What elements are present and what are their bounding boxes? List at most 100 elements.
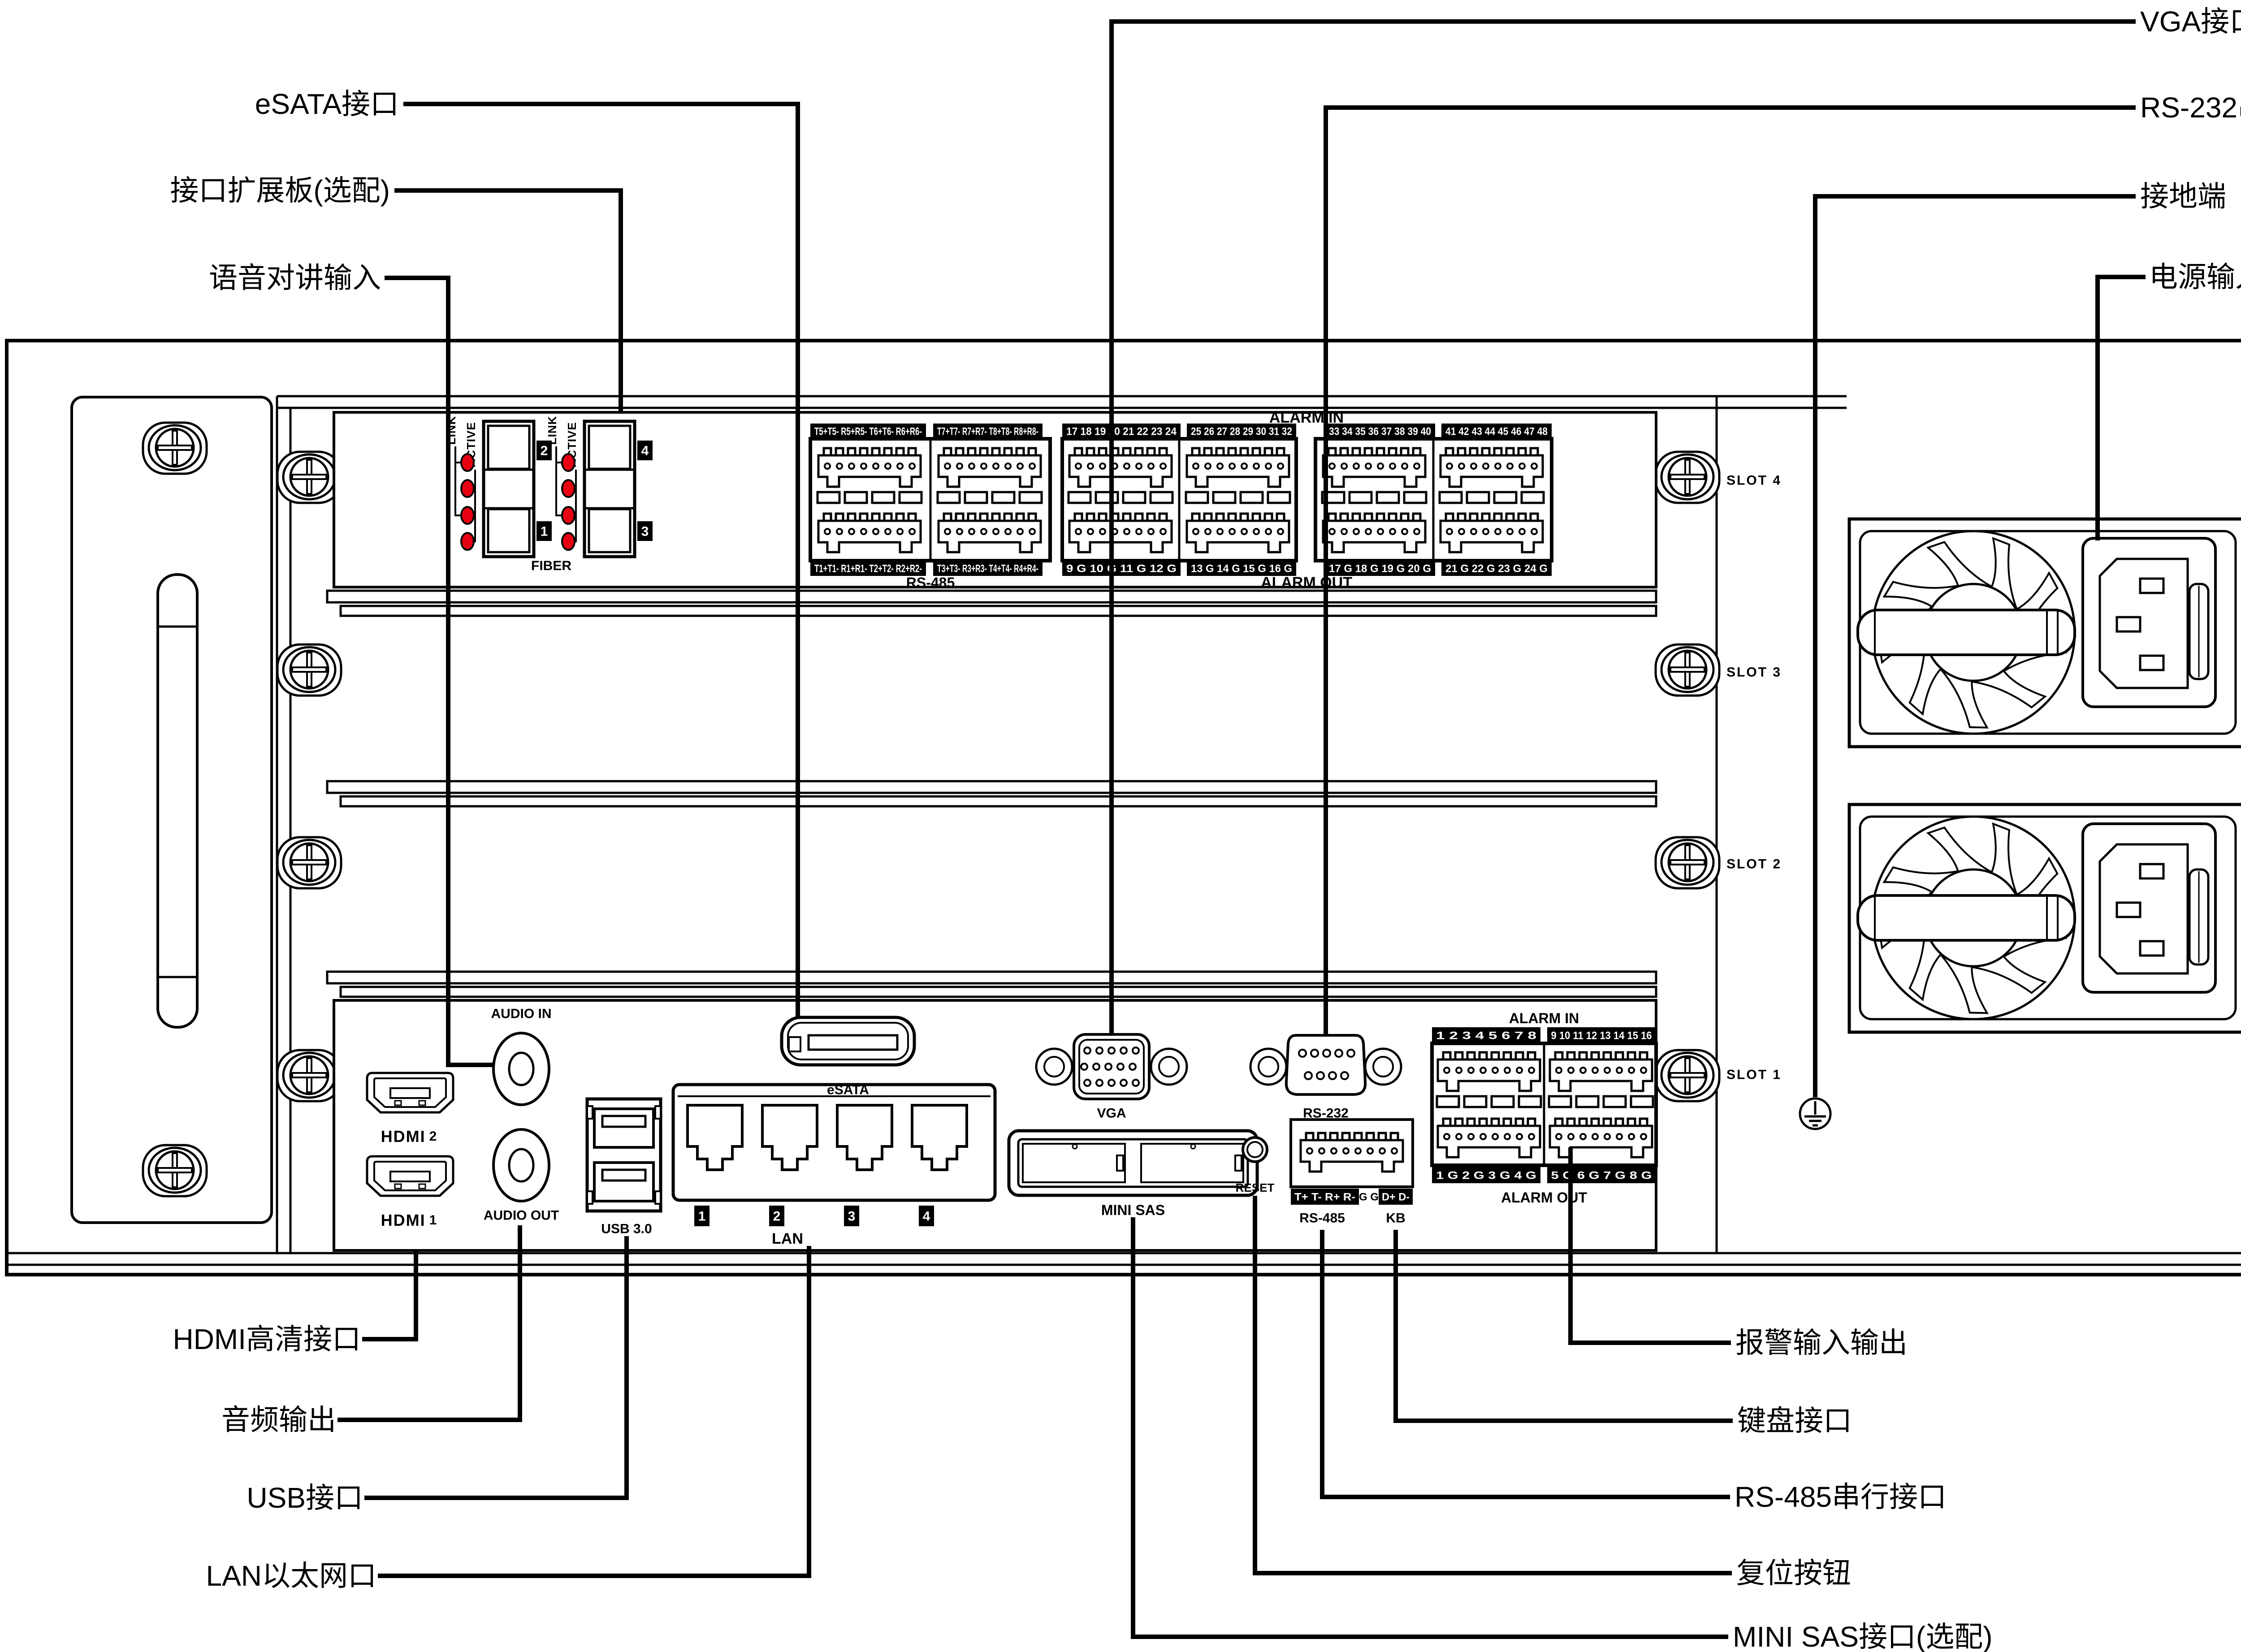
vga-label: VGA	[1097, 1106, 1126, 1121]
callout-alarm-io: 报警输入输出	[1735, 1327, 1908, 1359]
chassis	[5, 339, 2241, 1276]
panel-screw-bottom	[143, 1145, 207, 1196]
alarm-strip-bottom-2: 13 G 14 G 15 G 16 G	[1191, 563, 1292, 575]
kb-title: KB	[1386, 1211, 1405, 1226]
rs485-title: RS-485	[906, 575, 955, 591]
esata-label: eSATA	[827, 1083, 869, 1098]
leader-rs232	[1324, 105, 2136, 1034]
fiber-led-link2	[460, 506, 475, 525]
psu-2	[1849, 804, 2241, 1032]
leader-keyboard	[1393, 1230, 1733, 1423]
alarm-strip-bottom-3: 17 G 18 G 19 G 20 G	[1329, 563, 1431, 575]
fiber-led-link3	[561, 453, 575, 472]
callout-labels: eSATA接口 接口扩展板(选配) 语音对讲输入 VGA接口 RS-232串行接…	[170, 5, 2241, 1652]
audio-jacks: AUDIO IN AUDIO OUT	[484, 1007, 559, 1223]
leader-audio-in	[385, 276, 493, 1067]
fiber-led-active2	[460, 532, 475, 551]
slot-label-3: SLOT 3	[1726, 665, 1782, 680]
esata-port	[782, 1017, 914, 1065]
leader-audio-out	[337, 1225, 522, 1422]
slot4-screw-left	[277, 452, 341, 503]
power-supplies	[1800, 519, 2241, 1129]
rs485-bottom-title: RS-485	[1299, 1211, 1345, 1226]
callout-keyboard: 键盘接口	[1737, 1405, 1852, 1437]
callout-rs232: RS-232串行接口	[2140, 91, 2241, 124]
audio-in-label: AUDIO IN	[491, 1007, 552, 1021]
slot1-screw-right	[1656, 1050, 1719, 1101]
callout-power: 电源输入	[2149, 261, 2241, 293]
slot2-screw-right	[1656, 837, 1719, 888]
alarm-strip-bottom-4: 21 G 22 G 23 G 24 G	[1445, 563, 1548, 575]
leader-vga	[1109, 19, 2136, 1034]
leader-hdmi	[362, 1251, 418, 1341]
main-alarm-out-nums-1: 1 G 2 G 3 G 4 G	[1436, 1170, 1536, 1182]
callout-ground: 接地端	[2140, 180, 2226, 212]
leader-expansion-board	[394, 188, 623, 411]
lan-label: LAN	[772, 1230, 803, 1247]
main-alarm-out-nums-2: 5 G 6 G 7 G 8 G	[1551, 1170, 1652, 1182]
leader-esata	[403, 102, 800, 1018]
psu-1	[1849, 519, 2241, 747]
lan-badge-2: 2	[773, 1209, 781, 1224]
callout-lines	[337, 19, 2146, 1639]
minisas-connector	[1009, 1131, 1257, 1195]
chassis-outline	[5, 339, 2241, 1276]
callout-vga: VGA接口	[2140, 5, 2241, 38]
leader-rs485-serial	[1320, 1230, 1730, 1499]
slot-label-4: SLOT 4	[1726, 473, 1782, 488]
rs485-kb-block: T+ T- R+ R- G G D+ D- RS-485 KB	[1289, 1118, 1414, 1226]
alarm-strip-top-4: 41 42 43 44 45 46 47 48	[1445, 426, 1548, 438]
leader-lan	[378, 1246, 811, 1578]
fiber-badge-4: 4	[641, 444, 649, 458]
alarm-in-title: ALARM IN	[1269, 409, 1344, 426]
callout-esata: eSATA接口	[255, 88, 399, 120]
blank-cover-bars	[326, 589, 1657, 998]
slot-label-1: SLOT 1	[1726, 1068, 1782, 1082]
alarm-terminals: ALARM IN 17 18 19 20 21 22 23 24 25 26 2…	[1060, 409, 1553, 591]
usb-label: USB 3.0	[601, 1222, 652, 1237]
rs485-strip-top-2: T7+T7- R7+R7- T8+T8- R8+R8-	[937, 426, 1038, 438]
callout-minisas: MINI SAS接口(选配)	[1733, 1621, 1993, 1652]
leader-alarm-io	[1568, 1147, 1731, 1345]
panel-screw-top	[143, 423, 207, 474]
gg-strip: G G	[1359, 1191, 1379, 1203]
main-alarm-out-title: ALARM OUT	[1501, 1189, 1587, 1206]
main-alarm-in-title: ALARM IN	[1509, 1010, 1579, 1026]
fiber-led-link1	[460, 453, 475, 472]
fiber-badge-3: 3	[641, 524, 649, 539]
fiber-badge-2: 2	[541, 444, 548, 458]
minisas-group: MINI SAS	[1009, 1131, 1257, 1218]
fiber-ports-a	[484, 421, 534, 557]
lan-ports: 1 2 3 4 LAN	[671, 1083, 997, 1247]
callout-lan: LAN以太网口	[206, 1560, 377, 1592]
leader-reset	[1253, 1196, 1732, 1575]
callout-hdmi: HDMI高清接口	[173, 1323, 361, 1355]
fiber-led-active1	[460, 479, 475, 498]
fiber-led-link4	[561, 506, 575, 525]
audio-out-label: AUDIO OUT	[484, 1208, 559, 1223]
alarm-out-title: ALARM OUT	[1261, 574, 1352, 591]
lan-badge-3: 3	[848, 1209, 856, 1224]
lan-badge-1: 1	[698, 1209, 706, 1224]
callout-audio-in: 语音对讲输入	[209, 262, 381, 294]
callout-usb: USB接口	[247, 1482, 363, 1514]
main-alarm-in-nums-1: 1 2 3 4 5 6 7 8	[1436, 1030, 1536, 1042]
usb3-stack	[587, 1099, 661, 1211]
slot3-screw-left	[277, 644, 341, 696]
panel-handle	[156, 573, 199, 1029]
alarm-strip-top-2: 25 26 27 28 29 30 31 32	[1191, 426, 1292, 438]
fiber-badge-1: 1	[541, 524, 548, 539]
ground-terminal	[1800, 1098, 1830, 1129]
fiber-ports-b	[584, 421, 635, 557]
fiber-title: FIBER	[531, 558, 571, 573]
main-alarm-in-nums-2: 9 10 11 12 13 14 15 16	[1551, 1030, 1652, 1042]
left-panel	[70, 396, 273, 1224]
rs485-strip: T+ T- R+ R-	[1294, 1191, 1355, 1203]
slot-label-2: SLOT 2	[1726, 857, 1782, 872]
fiber-led-active3	[561, 479, 575, 498]
